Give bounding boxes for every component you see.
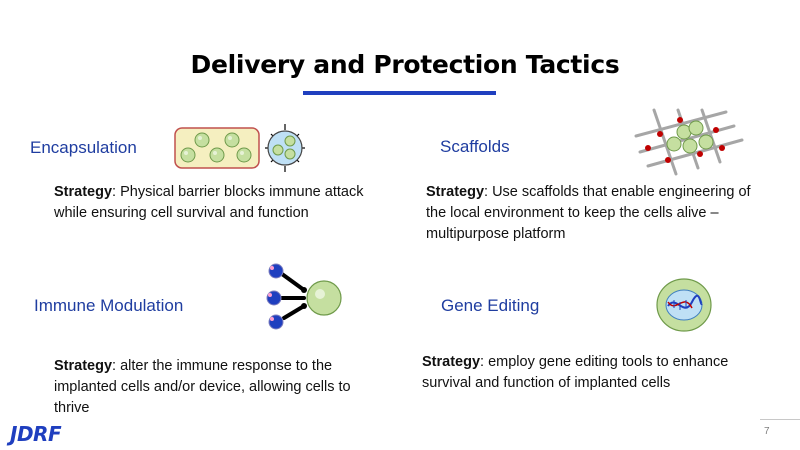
footer-divider [760, 419, 800, 420]
strategy-text: : alter the immune response to the impla… [54, 358, 351, 416]
strategy-immune-modulation: Strategy: alter the immune response to t… [54, 356, 384, 419]
gene-editing-illustration [656, 278, 712, 332]
heading-immune-modulation: Immune Modulation [34, 296, 184, 315]
strategy-label: Strategy [422, 354, 481, 370]
strategy-scaffolds: Strategy: Use scaffolds that enable engi… [426, 182, 766, 245]
page-number: 7 [764, 426, 770, 437]
heading-scaffolds: Scaffolds [440, 137, 510, 156]
immune-modulation-illustration [266, 263, 342, 330]
jdrf-logo: JDRF [10, 422, 62, 446]
encapsulation-illustration [174, 124, 305, 172]
strategy-label: Strategy [54, 358, 113, 374]
strategy-encapsulation: Strategy: Physical barrier blocks immune… [54, 182, 384, 224]
slide-title: Delivery and Protection Tactics [190, 50, 620, 79]
scaffold-illustration [634, 108, 744, 176]
strategy-text: : Physical barrier blocks immune attack … [54, 184, 364, 221]
heading-gene-editing: Gene Editing [441, 296, 540, 315]
strategy-label: Strategy [426, 184, 485, 200]
title-underline [303, 91, 496, 95]
strategy-text: : employ gene editing tools to enhance s… [422, 354, 729, 391]
strategy-gene-editing: Strategy: employ gene editing tools to e… [422, 352, 767, 394]
strategy-text: : Use scaffolds that enable engineering … [426, 184, 751, 242]
strategy-label: Strategy [54, 184, 113, 200]
heading-encapsulation: Encapsulation [30, 138, 137, 157]
